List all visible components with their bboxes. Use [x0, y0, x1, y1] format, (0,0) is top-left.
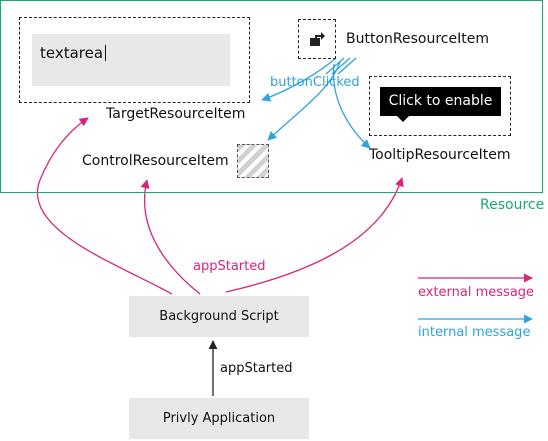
app-started-up-label: appStarted: [220, 361, 293, 376]
target-resource-label: TargetResourceItem: [106, 106, 246, 122]
button-resource-frame: [298, 19, 336, 59]
control-resource-label: ControlResourceItem: [82, 153, 229, 169]
textarea-input[interactable]: textarea: [32, 34, 230, 86]
privly-application-node: Privly Application: [129, 398, 309, 439]
control-placeholder: [237, 144, 269, 178]
background-script-node: Background Script: [129, 296, 309, 337]
bg-to-target-arrow: [36, 117, 173, 295]
legend-internal-label: internal message: [418, 325, 531, 340]
button-to-tooltip-arrow: [332, 63, 371, 149]
text-caret: [105, 45, 107, 61]
resource-frame: [0, 0, 543, 193]
share-arrow-icon[interactable]: [309, 31, 325, 47]
button-clicked-label: buttonClicked: [270, 75, 360, 90]
resource-label: Resource: [480, 197, 545, 213]
tooltip-resource-label: TooltipResourceItem: [369, 147, 511, 163]
textarea-value: textarea: [40, 44, 104, 62]
bg-to-control-arrow: [140, 179, 201, 295]
tooltip-frame: [369, 76, 511, 136]
button-clicked-strokes: [325, 57, 357, 75]
tooltip-tail: [397, 116, 409, 122]
button-to-target-arrow: [261, 57, 337, 102]
tooltip-bubble: Click to enable: [380, 87, 501, 116]
bg-to-tooltip-arrow: [225, 177, 404, 293]
button-resource-label: ButtonResourceItem: [346, 31, 489, 47]
legend-external-label: external message: [418, 285, 535, 300]
app-started-fanout-label: appStarted: [193, 259, 266, 274]
textarea-frame: [19, 17, 250, 103]
